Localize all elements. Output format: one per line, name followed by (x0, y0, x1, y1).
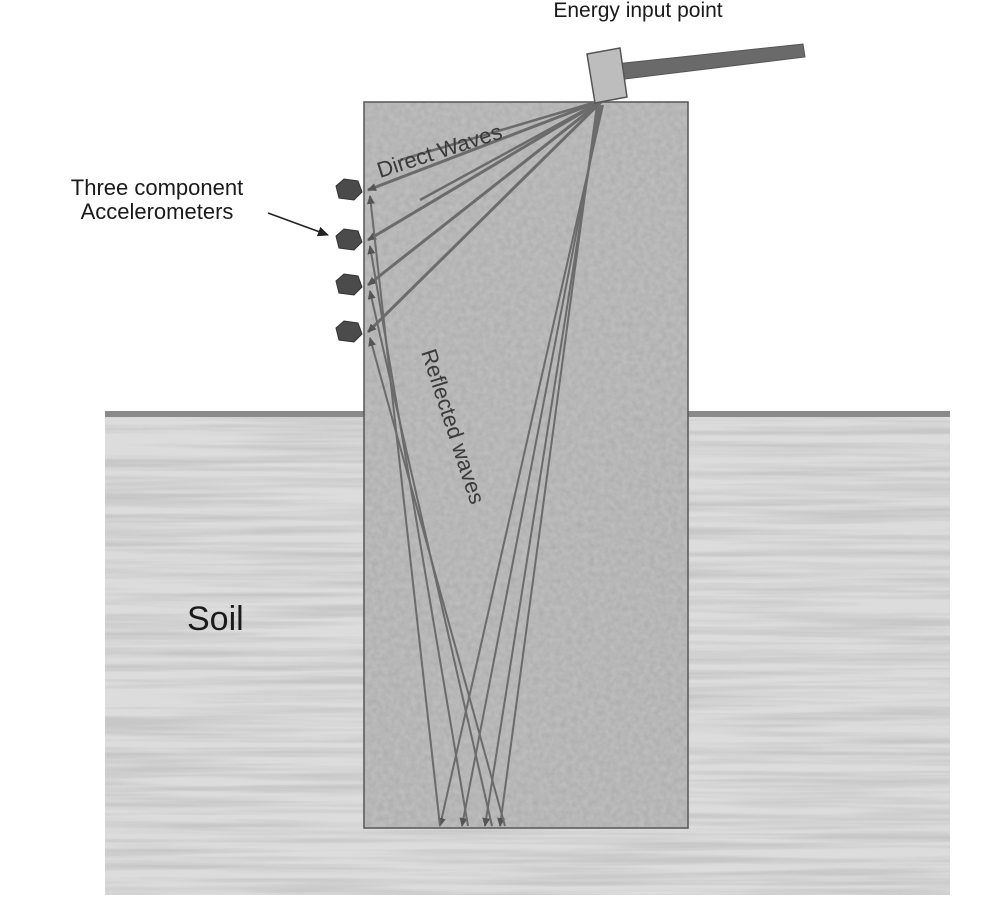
incident-wave-ray-4 (497, 104, 598, 827)
pile (363, 101, 689, 829)
direct-wave-ray-2 (367, 98, 604, 242)
pile-texture (365, 103, 687, 827)
soil-label: Soil (187, 600, 244, 638)
direct-wave-ray-4 (366, 98, 605, 334)
accelerometers-label-line1: Three component (71, 175, 243, 200)
incident-wave-ray-2 (459, 104, 602, 827)
energy-input-label: Energy input point (553, 0, 722, 22)
accelerometers-label-line2: Accelerometers (81, 199, 234, 224)
reflected-wave-ray-1 (366, 195, 441, 827)
direct-wave-ray-extra-2 (419, 98, 604, 202)
incident-wave-ray-1 (437, 104, 604, 827)
accelerometer-icon-2 (335, 228, 363, 251)
direct-wave-ray-extra-1 (399, 98, 604, 162)
hammer-icon (586, 43, 806, 104)
accelerometer-icon-4 (335, 320, 363, 343)
wave-paths (366, 98, 605, 827)
reflected-wave-ray-2 (367, 245, 469, 827)
accelerometer-leader-arrow (267, 212, 329, 237)
accelerometer-icon-1 (335, 178, 363, 201)
accelerometer-icon-3 (335, 273, 363, 296)
direct-wave-ray-1 (367, 98, 604, 192)
accelerometer-group (335, 178, 363, 343)
reflected-wave-ray-4 (368, 337, 506, 827)
hammer-head (586, 47, 628, 104)
hammer-handle (614, 43, 806, 81)
direct-wave-ray-3 (367, 98, 604, 287)
